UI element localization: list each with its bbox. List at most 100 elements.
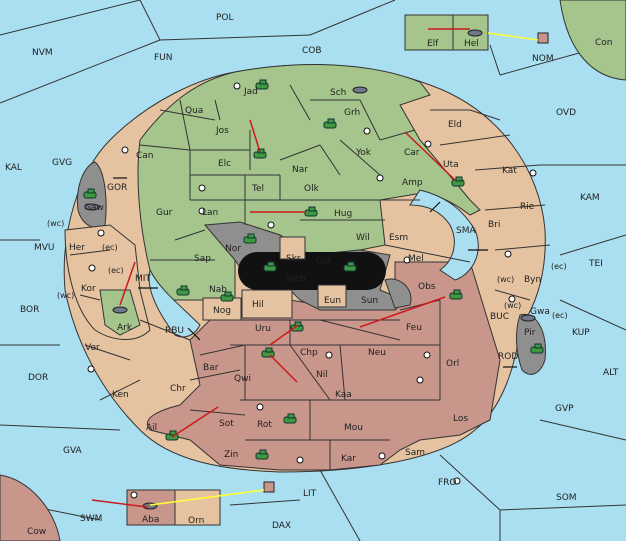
move-arrow [404, 131, 456, 181]
army-unit [343, 261, 357, 272]
interior-borders [69, 84, 551, 470]
connection-arrow [429, 201, 441, 213]
province-label: Uru [255, 324, 271, 334]
province-label: Feu [406, 323, 422, 333]
province-label: Elc [218, 159, 231, 169]
green-labels: Jad Sch Qua Jos Grh Can Elc Yok Car Nar … [84, 39, 479, 333]
army-unit [255, 79, 269, 90]
sea-label: Con [595, 38, 613, 48]
province-label: Hil [252, 300, 264, 310]
sea-label: SMA [456, 226, 476, 236]
connection-arrows [113, 177, 517, 368]
supply-center-marker [256, 403, 264, 411]
move-arrow [249, 119, 261, 153]
supply-center-marker [424, 140, 432, 148]
province-label: Sun [361, 296, 378, 306]
army-unit [290, 321, 304, 332]
supply-centers [87, 82, 537, 499]
province-label: Byn [524, 275, 541, 285]
supply-center-marker [508, 295, 516, 303]
province-label: Nar [292, 165, 308, 175]
dark-pir [516, 313, 546, 375]
province-label: Mel [408, 254, 424, 264]
sea-label: BOR [20, 305, 39, 315]
supply-center-marker [363, 127, 371, 135]
province-label: Bri [488, 220, 500, 230]
supply-center-marker [130, 491, 138, 499]
province-label: Chp [300, 348, 318, 358]
sea-label: BUC [490, 312, 509, 322]
province-label: Orl [446, 359, 459, 369]
units [83, 29, 549, 510]
sea-label: TEI [588, 259, 603, 269]
coast-label: (ec) [102, 243, 118, 252]
army-unit [243, 233, 257, 244]
province-label: Ost [316, 257, 332, 267]
province-label: Wil [356, 233, 370, 243]
fleet-unit [467, 29, 483, 37]
province-label: Kor [81, 284, 96, 294]
coast-label: (ec) [552, 311, 568, 320]
supply-center-marker [453, 477, 461, 485]
province-label: Lan [202, 208, 218, 218]
coast-label: (ec) [108, 266, 124, 275]
sea-label: LIT [303, 489, 317, 499]
sea-label: DAX [272, 521, 291, 531]
province-label: Mou [344, 423, 363, 433]
sea-label: NOM [532, 54, 554, 64]
sea-label: ROD [498, 352, 518, 362]
supply-center-marker [121, 146, 129, 154]
sea-label: NVM [32, 48, 53, 58]
army-unit [176, 285, 190, 296]
supply-center-marker [378, 452, 386, 460]
move-arrow [171, 406, 219, 438]
province-label: Kat [502, 166, 517, 176]
dark-labels: Nor Skr Ost Web Sun Eun Pir [225, 244, 536, 338]
supply-center-marker [267, 221, 275, 229]
coast-label: (wc) [57, 291, 74, 300]
province-label: Rot [257, 420, 272, 430]
province-label: Nog [213, 306, 231, 316]
province-label: Hug [334, 209, 352, 219]
sea-label: GOR [107, 183, 127, 193]
supply-center-marker [198, 184, 206, 192]
coast-marks: (wc) (ec) (ec) (wc) (wc) (ec) (wc) (ec) [47, 219, 568, 320]
province-label: Ark [117, 323, 133, 333]
province-label: Eld [448, 120, 462, 130]
fleet-unit [112, 306, 128, 314]
sea-label: MVU [34, 243, 55, 253]
sea-label: KAM [580, 193, 600, 203]
fleet-unit [352, 86, 368, 94]
support-line [149, 489, 265, 506]
neutral-labels: Eld Kat Rie Bri Amp Esm Wil Mel Byn Gwa … [69, 120, 550, 526]
province-label: Ver [85, 343, 100, 353]
province-label: Car [404, 148, 420, 158]
province-label: Uta [443, 160, 459, 170]
province-label: Elf [427, 39, 439, 49]
province-label: Nil [316, 370, 328, 380]
province-label: Gur [156, 208, 173, 218]
central-oval [238, 252, 386, 290]
connection-arrow [187, 327, 201, 341]
province-label: Sap [194, 254, 211, 264]
province-label: Kar [341, 454, 356, 464]
province-label: Sch [330, 88, 346, 98]
red-labels: Obs Uru Feu Chp Neu Bar Qwi Nil Orl Kaa … [142, 282, 468, 525]
land-elf [404, 14, 454, 51]
province-label: Zin [224, 450, 238, 460]
sea-label: ALT [603, 368, 619, 378]
move-arrow [269, 354, 298, 383]
province-label: Sot [219, 419, 234, 429]
province-label: Gwa [530, 307, 550, 317]
province-label: Los [453, 414, 468, 424]
supply-center-marker [88, 264, 96, 272]
province-label: Nab [209, 285, 227, 295]
province-label: Qwi [234, 374, 251, 384]
move-arrow [91, 499, 148, 508]
army-unit [530, 343, 544, 354]
province-label: Aba [142, 515, 159, 525]
province-label: Neu [368, 348, 386, 358]
supply-center-marker [296, 456, 304, 464]
